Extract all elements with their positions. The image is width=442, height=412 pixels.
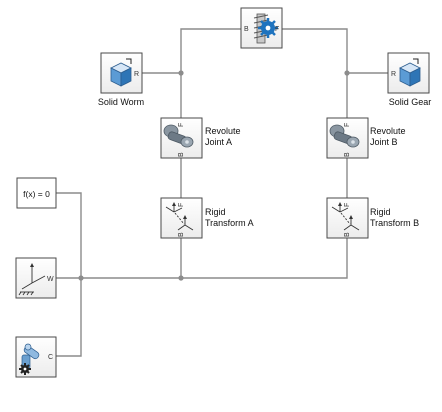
solid-worm-label: Solid Worm [97,97,145,107]
label-line-2: Transform A [205,218,254,228]
line-mech-config[interactable] [56,278,82,357]
line-worm-to-gear-b[interactable] [180,28,242,118]
junction-dots [78,70,350,281]
port-label-b: B [344,152,351,157]
port-label-b: B [178,152,185,157]
world-axes-icon [18,263,46,296]
revolute-joint-a-block[interactable]: F B [160,117,203,159]
rigid-transform-b-block[interactable]: F B [326,197,369,239]
solid-cube-icon [399,58,421,87]
label-line-1: Revolute [205,126,241,136]
label-line-2: Joint B [370,137,398,147]
solid-gear-label: Solid Gear [388,97,432,107]
line-gear-f-to-right[interactable] [282,28,348,118]
port-label-f: F [275,26,279,33]
rigid-transform-a-label: Rigid Transform A [205,207,254,229]
solver-formula: f(x) = 0 [23,189,50,199]
port-label-b: B [178,232,185,237]
connection-lines [56,28,388,357]
solver-configuration-block[interactable]: f(x) = 0 [16,177,57,209]
revolute-joint-b-label: Revolute Joint B [370,126,406,148]
mechanism-configuration-block[interactable]: C [15,336,57,378]
label-line-1: Rigid [370,207,391,217]
label-line-2: Joint A [205,137,233,147]
port-label-b: B [344,232,351,237]
revolute-joint-icon [163,124,194,148]
port-label-f: F [344,123,351,127]
label-line-1: Revolute [370,126,406,136]
port-label-r: R [134,71,139,78]
port-label-f: F [178,123,185,127]
port-label-b: B [244,26,249,33]
port-label-f: F [344,203,351,207]
solid-worm-block[interactable]: R [100,52,143,94]
rigid-transform-b-label: Rigid Transform B [370,207,419,229]
port-label-c: C [48,354,53,361]
port-label-f: F [178,203,185,207]
worm-gear-block[interactable]: B F [240,7,283,49]
rigid-transform-icon [331,202,360,231]
label-line-2: Transform B [370,218,420,228]
world-frame-block[interactable]: W [15,257,57,299]
revolute-joint-a-label: Revolute Joint A [205,126,241,148]
revolute-joint-b-block[interactable]: F B [326,117,369,159]
gear-icon [258,18,278,38]
port-label-w: W [47,276,54,283]
rigid-transform-icon [165,202,194,231]
gear-icon [19,363,31,375]
rigid-transform-a-block[interactable]: F B [160,197,203,239]
solid-cube-icon [110,58,132,87]
revolute-joint-icon [329,124,360,148]
line-rigid-b-base[interactable] [56,238,348,279]
solid-gear-block[interactable]: R [387,52,430,94]
line-solver[interactable] [56,192,82,278]
label-line-1: Rigid [205,207,226,217]
port-label-r: R [391,71,396,78]
